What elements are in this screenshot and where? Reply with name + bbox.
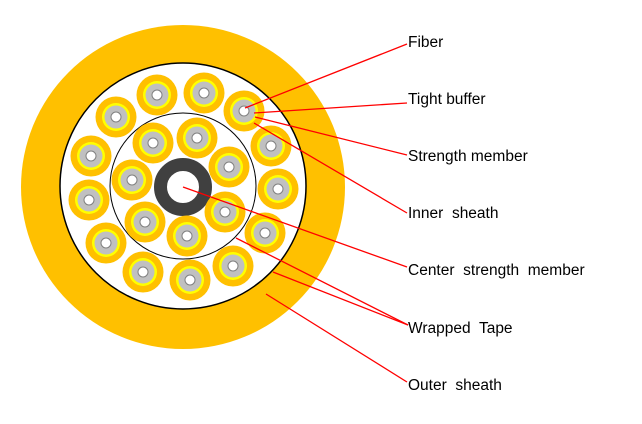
fiber-core <box>223 161 235 173</box>
fiber-unit <box>169 259 211 301</box>
leader-inner-sheath <box>253 122 408 214</box>
fiber-core <box>139 216 151 228</box>
fiber-unit <box>136 74 178 116</box>
fiber-unit <box>68 179 110 221</box>
fiber-core <box>272 183 284 195</box>
fiber-unit <box>122 251 164 293</box>
fiber-unit <box>166 215 208 257</box>
fiber-unit <box>208 146 250 188</box>
fiber-core <box>191 132 203 144</box>
fiber-core <box>198 87 210 99</box>
fiber-core <box>265 140 277 152</box>
leader-fiber <box>244 43 408 109</box>
fiber-unit <box>111 159 153 201</box>
label-wrapped-tape: Wrapped Tape <box>408 320 513 337</box>
fiber-unit <box>95 96 137 138</box>
fiber-unit <box>250 125 292 167</box>
fiber-core <box>100 237 112 249</box>
fiber-unit <box>70 135 112 177</box>
fiber-unit <box>124 201 166 243</box>
inner-sheath <box>109 112 257 260</box>
fiber-core <box>238 105 250 117</box>
leader-outer-sheath <box>265 293 408 383</box>
fiber-core <box>151 89 163 101</box>
leader-tight-buffer <box>253 102 408 114</box>
fiber-core <box>85 150 97 162</box>
fiber-unit <box>204 191 246 233</box>
fiber-core <box>181 230 193 242</box>
fiber-core <box>126 174 138 186</box>
fiber-unit <box>183 72 225 114</box>
fiber-unit <box>257 168 299 210</box>
label-center-strength-member: Center strength member <box>408 262 585 279</box>
fiber-unit <box>132 122 174 164</box>
fiber-core <box>227 260 239 272</box>
label-inner-sheath: Inner sheath <box>408 205 499 222</box>
fiber-unit <box>212 245 254 287</box>
label-fiber: Fiber <box>408 34 444 51</box>
leader-wrapped-tape-2 <box>272 271 409 326</box>
fiber-unit <box>223 90 265 132</box>
fiber-unit <box>176 117 218 159</box>
fiber-unit <box>244 212 286 254</box>
fiber-core <box>259 227 271 239</box>
leader-center-strength-member <box>182 186 408 268</box>
leader-strength-member <box>254 116 408 156</box>
fiber-core <box>110 111 122 123</box>
label-tight-buffer: Tight buffer <box>408 91 486 108</box>
label-strength-member: Strength member <box>408 148 528 165</box>
label-outer-sheath: Outer sheath <box>408 377 502 394</box>
fiber-core <box>219 206 231 218</box>
center-strength-member <box>154 158 212 216</box>
leader-wrapped-tape-1 <box>235 237 409 326</box>
fiber-unit <box>85 222 127 264</box>
fiber-core <box>83 194 95 206</box>
fiber-core <box>137 266 149 278</box>
fiber-core <box>147 137 159 149</box>
fiber-core <box>184 274 196 286</box>
